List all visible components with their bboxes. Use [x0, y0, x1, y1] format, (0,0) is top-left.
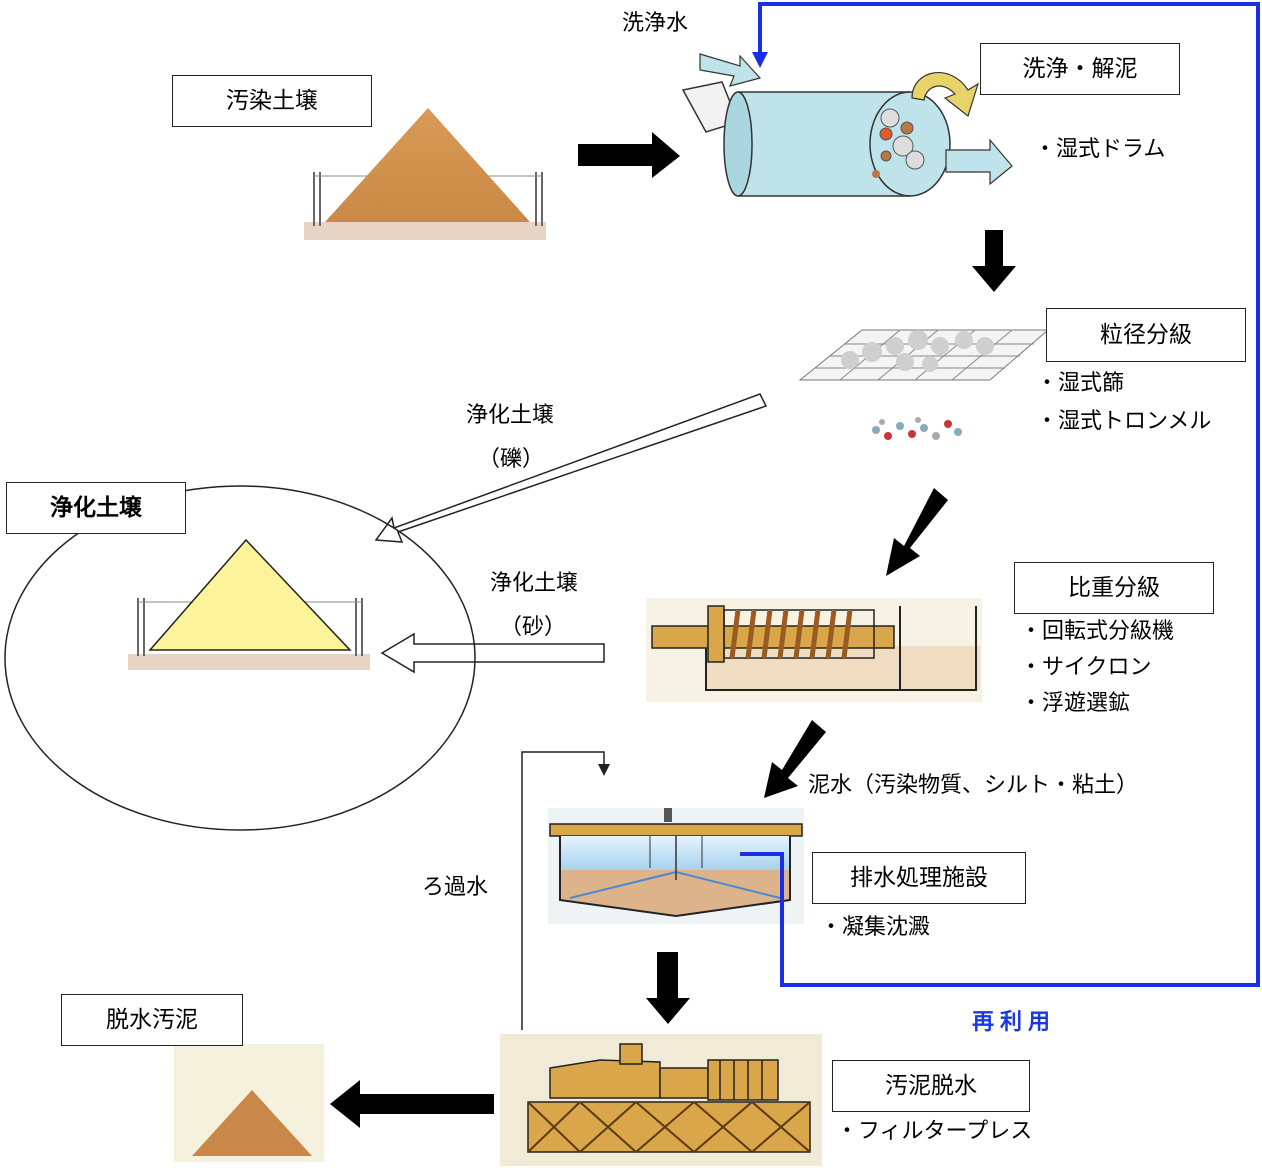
sludge-pile	[174, 1044, 324, 1162]
filter-press	[500, 1034, 822, 1166]
label-reuse: 再利用	[972, 1010, 1057, 1035]
method-size-1: ・湿式トロンメル	[1036, 409, 1212, 434]
box-contaminated-soil: 汚染土壌	[172, 75, 372, 127]
purified-soil-area	[4, 485, 476, 831]
arrow-to-clarifier	[764, 720, 826, 798]
label-gravel: （礫）	[478, 447, 545, 472]
label-muddy-water: 泥水（汚染物質、シルト・粘土）	[808, 773, 1139, 798]
box-washing: 洗浄・解泥	[980, 43, 1180, 95]
arrow-to-sludge	[330, 1080, 494, 1128]
gravity-classifier	[646, 598, 982, 702]
box-size-classification: 粒径分級	[1046, 308, 1246, 362]
label-purified-sand: 浄化土壌	[490, 571, 579, 596]
method-gravity-2: ・浮遊選鉱	[1020, 691, 1131, 716]
box-dewatered-sludge: 脱水汚泥	[61, 994, 243, 1046]
box-sludge-dewatering: 汚泥脱水	[832, 1060, 1030, 1112]
label-wash-water: 洗浄水	[622, 11, 689, 36]
method-wastewater-0: ・凝集沈澱	[820, 915, 931, 940]
label-sand: （砂）	[500, 615, 567, 640]
arrow-to-press	[646, 952, 690, 1024]
label-purified-gravel: 浄化土壌	[466, 403, 555, 428]
method-dewatering-0: ・フィルタープレス	[836, 1119, 1033, 1144]
arrow-to-drum	[578, 132, 680, 178]
sieve-illustration	[798, 329, 1050, 440]
clarifier	[548, 808, 804, 924]
method-gravity-1: ・サイクロン	[1020, 655, 1152, 680]
arrow-to-classifier	[886, 488, 948, 576]
contaminated-soil-pile	[304, 108, 546, 240]
arrow-gravel	[374, 393, 768, 543]
box-wastewater-facility: 排水処理施設	[812, 852, 1026, 904]
recycle-arrow-head	[752, 52, 768, 68]
recycle-line	[740, 2, 1260, 987]
washing-drum	[681, 53, 1013, 197]
box-gravity-classification: 比重分級	[1014, 562, 1214, 614]
arrow-sand	[380, 632, 605, 674]
method-washing-0: ・湿式ドラム	[1034, 137, 1166, 162]
method-size-0: ・湿式篩	[1036, 371, 1125, 396]
arrow-to-sieve	[972, 230, 1016, 292]
method-gravity-0: ・回転式分級機	[1020, 619, 1175, 644]
filtrate-line	[521, 751, 605, 1030]
filtrate-arrow-head	[598, 764, 610, 776]
label-filtrate: ろ過水	[422, 875, 489, 900]
box-purified-soil: 浄化土壌	[6, 482, 186, 534]
